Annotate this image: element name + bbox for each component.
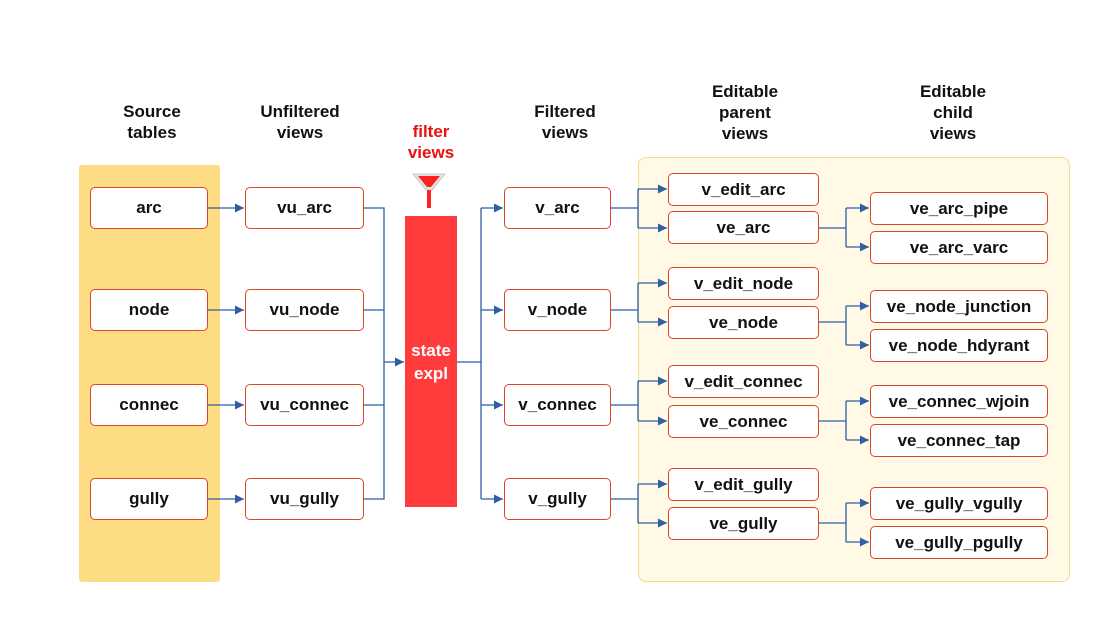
node-filtered-v-gully: v_gully	[504, 478, 611, 520]
node-filtered-v-node: v_node	[504, 289, 611, 331]
node-parent-ve-gully: ve_gully	[668, 507, 819, 540]
node-parent-ve-connec: ve_connec	[668, 405, 819, 438]
node-source-arc: arc	[90, 187, 208, 229]
node-child-ve-gully-pgully: ve_gully_pgully	[870, 526, 1048, 559]
header-unfiltered-views: Unfiltered views	[260, 102, 340, 142]
node-source-node: node	[90, 289, 208, 331]
node-unfiltered-vu-gully: vu_gully	[245, 478, 364, 520]
header-source-tables: Source tables	[123, 102, 181, 142]
node-unfiltered-vu-node: vu_node	[245, 289, 364, 331]
node-unfiltered-vu-arc: vu_arc	[245, 187, 364, 229]
node-unfiltered-vu-connec: vu_connec	[245, 384, 364, 426]
filter-bar-label-line2: expl	[413, 363, 449, 383]
filter-bar-label-line1: state	[411, 340, 451, 360]
node-child-ve-node-hdyrant: ve_node_hdyrant	[870, 329, 1048, 362]
node-parent-ve-node: ve_node	[668, 306, 819, 339]
node-parent-v-edit-arc: v_edit_arc	[668, 173, 819, 206]
node-filtered-v-arc: v_arc	[504, 187, 611, 229]
connector	[363, 207, 385, 500]
node-parent-ve-arc: ve_arc	[668, 211, 819, 244]
filter-state-expl-bar: state expl	[405, 216, 457, 507]
node-child-ve-arc-varc: ve_arc_varc	[870, 231, 1048, 264]
node-child-ve-connec-wjoin: ve_connec_wjoin	[870, 385, 1048, 418]
header-editable-parent-views: Editable parent views	[711, 82, 779, 143]
node-child-ve-arc-pipe: ve_arc_pipe	[870, 192, 1048, 225]
node-parent-v-edit-gully: v_edit_gully	[668, 468, 819, 501]
header-editable-child-views: Editable child views	[919, 82, 987, 143]
header-filtered-views: Filtered views	[534, 102, 596, 142]
node-parent-v-edit-node: v_edit_node	[668, 267, 819, 300]
node-filtered-v-connec: v_connec	[504, 384, 611, 426]
node-parent-v-edit-connec: v_edit_connec	[668, 365, 819, 398]
node-child-ve-connec-tap: ve_connec_tap	[870, 424, 1048, 457]
node-source-gully: gully	[90, 478, 208, 520]
node-child-ve-gully-vgully: ve_gully_vgully	[870, 487, 1048, 520]
header-filter-views: filter views	[407, 122, 455, 162]
node-child-ve-node-junction: ve_node_junction	[870, 290, 1048, 323]
filter-funnel-icon	[412, 173, 446, 208]
node-source-connec: connec	[90, 384, 208, 426]
